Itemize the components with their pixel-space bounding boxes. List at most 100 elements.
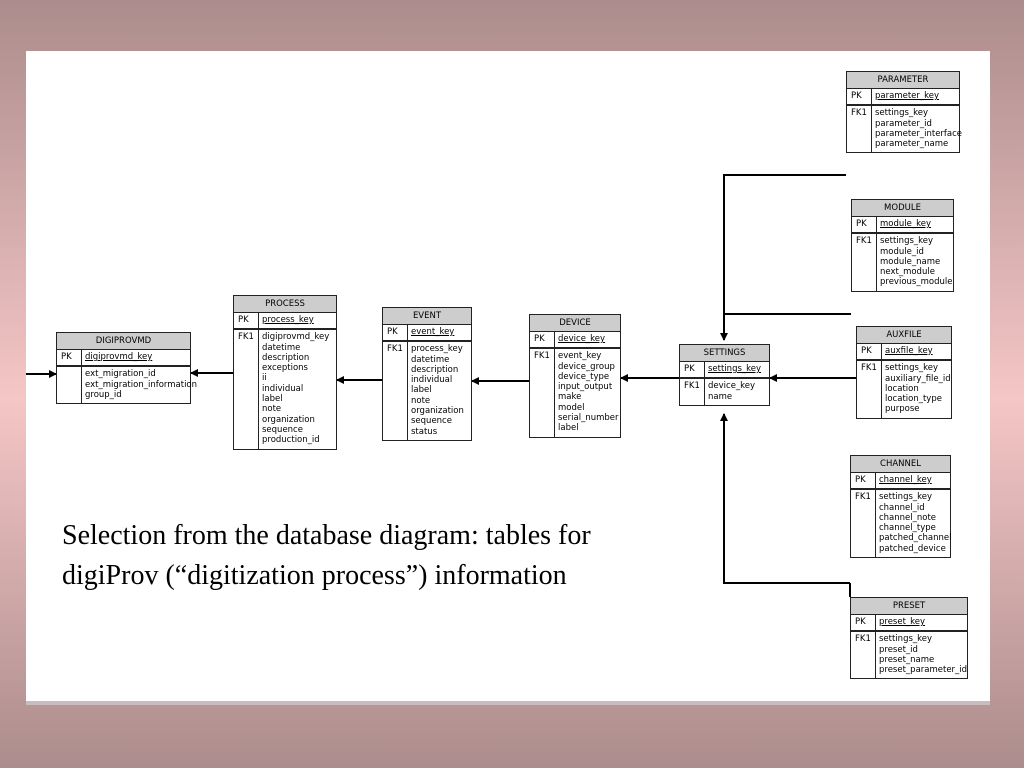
column-field: purpose <box>885 404 920 415</box>
column-field: event_key <box>558 351 602 362</box>
column-field: location <box>885 383 919 394</box>
column-field: organization <box>262 414 315 425</box>
column-field: preset_id <box>879 644 918 655</box>
column-field: label <box>558 423 579 434</box>
column-field: parameter_id <box>875 118 932 129</box>
table-digiprovmd[interactable]: DIGIPROVMD PK digiprovmd_key ext_migrati… <box>56 332 197 405</box>
column-field: ext_migration_id <box>85 369 156 380</box>
table-process[interactable]: PROCESS PK process_key FK1 digiprovmd_ke… <box>233 295 337 450</box>
column-field: individual <box>262 383 304 394</box>
table-channel[interactable]: CHANNEL PK channel_key FK1 settings_key … <box>850 455 952 559</box>
pk-label: PK <box>851 615 876 631</box>
pk-label: PK <box>530 332 555 348</box>
column-field: channel_type <box>879 523 936 534</box>
table-parameter[interactable]: PARAMETER PK parameter_key FK1 settings_… <box>846 71 963 154</box>
fk-label: FK1 <box>383 342 408 440</box>
column-field: ext_migration_information <box>85 379 198 390</box>
table-title: DIGIPROVMD <box>57 333 190 350</box>
column-field: module_name <box>880 256 941 267</box>
column-field: description <box>262 352 310 363</box>
table-title: DEVICE <box>530 315 620 332</box>
column-field: make <box>558 392 582 403</box>
fk-label: FK1 <box>857 361 882 418</box>
column-field: settings_key <box>879 492 933 503</box>
column-field: individual <box>411 375 453 386</box>
table-auxfile[interactable]: AUXFILE PK auxfile_key FK1 settings_key … <box>856 326 952 419</box>
slide-caption: Selection from the database diagram: tab… <box>62 520 591 591</box>
pk-label: PK <box>851 473 876 489</box>
table-title: PROCESS <box>234 296 336 313</box>
table-title: EVENT <box>383 308 471 325</box>
column-field: auxiliary_file_id <box>885 373 951 384</box>
pk-label: PK <box>57 350 82 366</box>
column-field: serial_number <box>558 413 619 424</box>
table-title: PRESET <box>851 598 967 615</box>
pk-label: PK <box>680 362 705 378</box>
footer-strip <box>26 701 990 705</box>
column-field: device_group <box>558 361 615 372</box>
table-title: AUXFILE <box>857 327 951 344</box>
primary-key-field: channel_key <box>879 475 932 485</box>
pk-label: PK <box>383 325 408 341</box>
column-field: device_key <box>708 381 756 392</box>
column-field: device_type <box>558 371 610 382</box>
column-field: settings_key <box>880 236 934 247</box>
column-field: note <box>262 404 282 415</box>
column-field: group_id <box>85 389 122 400</box>
table-title: PARAMETER <box>847 72 959 89</box>
primary-key-field: preset_key <box>879 617 926 627</box>
table-title: MODULE <box>852 200 953 217</box>
primary-key-field: module_key <box>880 219 931 229</box>
column-field: datetime <box>411 354 450 365</box>
column-field: settings_key <box>875 108 929 119</box>
column-field: patched_channel <box>879 533 952 544</box>
primary-key-field: settings_key <box>708 364 762 374</box>
column-field: note <box>411 395 431 406</box>
column-field: settings_key <box>879 634 933 645</box>
column-field: organization <box>411 406 464 417</box>
column-field: label <box>411 385 432 396</box>
fk-label: FK1 <box>530 349 555 437</box>
primary-key-field: parameter_key <box>875 91 940 101</box>
column-field: parameter_interface <box>875 128 963 139</box>
table-module[interactable]: MODULE PK module_key FK1 settings_key mo… <box>851 199 954 292</box>
column-field: status <box>411 426 438 437</box>
column-field: input_output <box>558 382 613 393</box>
column-field: process_key <box>411 344 463 355</box>
table-preset[interactable]: PRESET PK preset_key FK1 settings_key pr… <box>850 597 968 680</box>
table-device[interactable]: DEVICE PK device_key FK1 event_key devic… <box>529 314 621 438</box>
primary-key-field: device_key <box>558 334 606 344</box>
column-field: parameter_name <box>875 139 949 150</box>
table-event[interactable]: EVENT PK event_key FK1 process_key datet… <box>382 307 472 441</box>
column-field: model <box>558 402 585 413</box>
column-field: production_id <box>262 435 320 446</box>
column-field: patched_device <box>879 543 946 554</box>
table-title: SETTINGS <box>680 345 769 362</box>
table-title: CHANNEL <box>851 456 950 473</box>
primary-key-field: process_key <box>262 315 314 325</box>
primary-key-field: event_key <box>411 327 455 337</box>
column-field: sequence <box>411 416 452 427</box>
column-field: description <box>411 364 459 375</box>
column-field: preset_name <box>879 654 935 665</box>
column-field: ii <box>262 373 267 384</box>
column-field: name <box>708 391 733 402</box>
fk-label: FK1 <box>680 379 705 405</box>
column-field: channel_note <box>879 512 937 523</box>
column-field: location_type <box>885 394 942 405</box>
fk-label: FK1 <box>847 106 872 153</box>
column-field: datetime <box>262 342 301 353</box>
column-field: exceptions <box>262 363 308 374</box>
primary-key-field: digiprovmd_key <box>85 352 153 362</box>
column-field: module_id <box>880 246 924 257</box>
pk-label: PK <box>852 217 877 233</box>
column-field: digiprovmd_key <box>262 332 330 343</box>
table-settings[interactable]: SETTINGS PK settings_key FK1 device_key … <box>679 344 770 406</box>
fk-label <box>57 367 82 404</box>
pk-label: PK <box>847 89 872 105</box>
column-field: next_module <box>880 267 935 278</box>
fk-label: FK1 <box>851 632 876 679</box>
fk-label: FK1 <box>851 490 876 558</box>
column-field: label <box>262 394 283 405</box>
column-field: settings_key <box>885 363 939 374</box>
